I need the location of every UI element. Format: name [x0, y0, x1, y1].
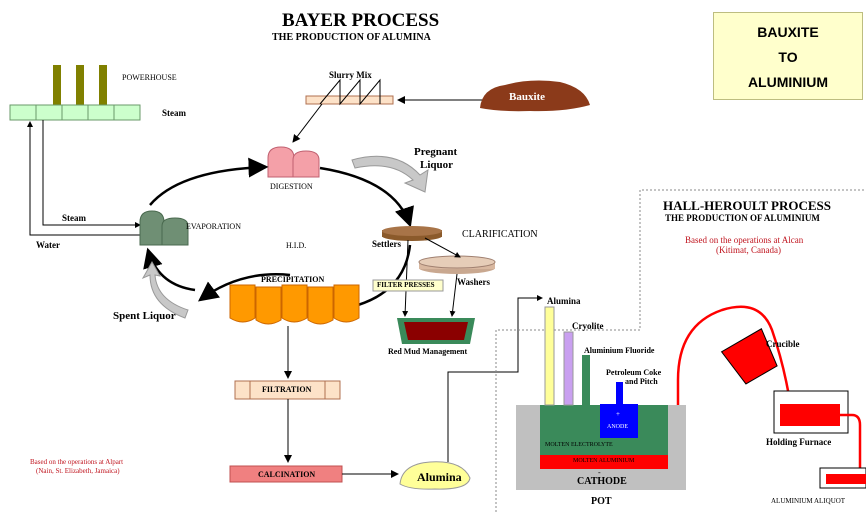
label-petroleum-coke: Petroleum Coke — [606, 368, 662, 377]
label-crucible: Crucible — [766, 339, 800, 349]
label-molten-aluminium: MOLTEN ALUMINIUM — [573, 458, 635, 464]
hall-subtitle: THE PRODUCTION OF ALUMINIUM — [665, 213, 820, 223]
bauxite-pile — [480, 80, 590, 112]
chimney-2 — [76, 65, 84, 105]
bayer-title: BAYER PROCESS — [282, 10, 440, 31]
powerhouse — [9, 65, 141, 121]
red-mud-tank — [397, 318, 475, 344]
label-molten-electrolyte: MOLTEN ELECTROLYTE — [545, 442, 613, 448]
title-box-line-2: TO — [778, 49, 798, 65]
label-cryolite: Cryolite — [572, 321, 604, 331]
hall-based-on-1: Based on the operations at Alcan — [685, 235, 804, 245]
label-pot: POT — [591, 496, 612, 507]
label-cathode-minus: - — [598, 468, 601, 477]
precipitation-tanks — [229, 284, 360, 325]
label-settlers: Settlers — [372, 239, 401, 249]
settlers-to-redmud — [402, 239, 409, 317]
label-liquor: Liquor — [420, 159, 454, 171]
label-holding-furnace: Holding Furnace — [766, 437, 832, 447]
spent-liquor-arrow — [141, 260, 189, 319]
label-precipitation: PRECIPITATION — [261, 275, 325, 284]
label-pregnant: Pregnant — [414, 146, 458, 158]
label-filtration: FILTRATION — [262, 385, 312, 394]
label-steam-left: Steam — [62, 213, 86, 223]
label-calcination: CALCINATION — [258, 470, 316, 479]
label-anode-plus: + — [616, 410, 620, 418]
label-digestion: DIGESTION — [270, 182, 313, 191]
title-box-line-3: ALUMINIUM — [747, 74, 829, 90]
label-aluminium-fluoride: Aluminium Fluoride — [584, 346, 655, 355]
bauxite-to-aluminium-box: BAUXITE TO ALUMINIUM — [713, 12, 863, 100]
label-spent-liquor: Spent Liquor — [113, 310, 176, 322]
label-bauxite: Bauxite — [509, 91, 546, 103]
label-filter-presses: FILTER PRESSES — [377, 281, 435, 289]
label-water: Water — [36, 240, 60, 250]
washers — [418, 255, 496, 274]
tapping-tube — [676, 305, 792, 405]
label-aluminium-aliquot: ALUMINIUM ALIQUOT — [771, 497, 846, 505]
label-hid: H.I.D. — [286, 241, 307, 250]
label-clarification: CLARIFICATION — [462, 229, 538, 240]
aluminium-aliquot — [819, 467, 866, 489]
label-alumina-pile: Alumina — [417, 470, 462, 484]
evaporation-vessel — [139, 210, 189, 246]
label-alumina-feed: Alumina — [547, 296, 581, 306]
label-anode: ANODE — [607, 424, 628, 430]
cryolite-feed-tube — [563, 331, 574, 406]
settlers-to-washers — [424, 237, 461, 258]
title-box-line-1: BAUXITE — [757, 24, 819, 40]
chimney-1 — [53, 65, 61, 105]
hall-title: HALL-HEROULT PROCESS — [663, 198, 831, 213]
slurry-mix — [305, 78, 394, 106]
reduction-pot — [516, 382, 686, 490]
alumina-feed-tube — [544, 306, 555, 406]
crucible — [720, 328, 778, 385]
settlers — [382, 226, 442, 241]
bayer-based-on-1: Based on the operations at Alpart — [30, 458, 124, 466]
label-washers: Washers — [457, 277, 491, 287]
label-powerhouse: POWERHOUSE — [122, 73, 177, 82]
bayer-subtitle: THE PRODUCTION OF ALUMINA — [272, 32, 431, 43]
hall-based-on-2: (Kitimat, Canada) — [716, 245, 781, 255]
holding-furnace — [773, 390, 849, 434]
steam-water-lines — [27, 120, 141, 236]
chimney-3 — [99, 65, 107, 105]
alumina-pile — [399, 461, 471, 490]
label-slurry-mix: Slurry Mix — [329, 70, 372, 80]
hall-heroult-boundary — [495, 189, 866, 512]
powerhouse-block — [9, 104, 141, 121]
bayer-based-on-2: (Nain, St. Elizabeth, Jamaica) — [36, 467, 120, 475]
label-red-mud: Red Mud Management — [388, 347, 468, 356]
fluoride-feed-tube — [582, 355, 590, 405]
washers-to-redmud — [449, 273, 458, 317]
label-evaporation: EVAPORATION — [186, 222, 241, 231]
alumina-to-pot-line — [447, 295, 543, 462]
label-steam-top: Steam — [162, 108, 186, 118]
pregnant-liquor-arrow — [351, 155, 429, 193]
filter-presses-box — [372, 279, 444, 292]
furnace-to-aliquot-tube — [840, 413, 862, 472]
label-and-pitch: and Pitch — [625, 377, 658, 386]
digestion-vessel — [267, 146, 320, 178]
slurry-to-digestion-arrow — [292, 103, 323, 143]
label-cathode: CATHODE — [577, 476, 627, 487]
